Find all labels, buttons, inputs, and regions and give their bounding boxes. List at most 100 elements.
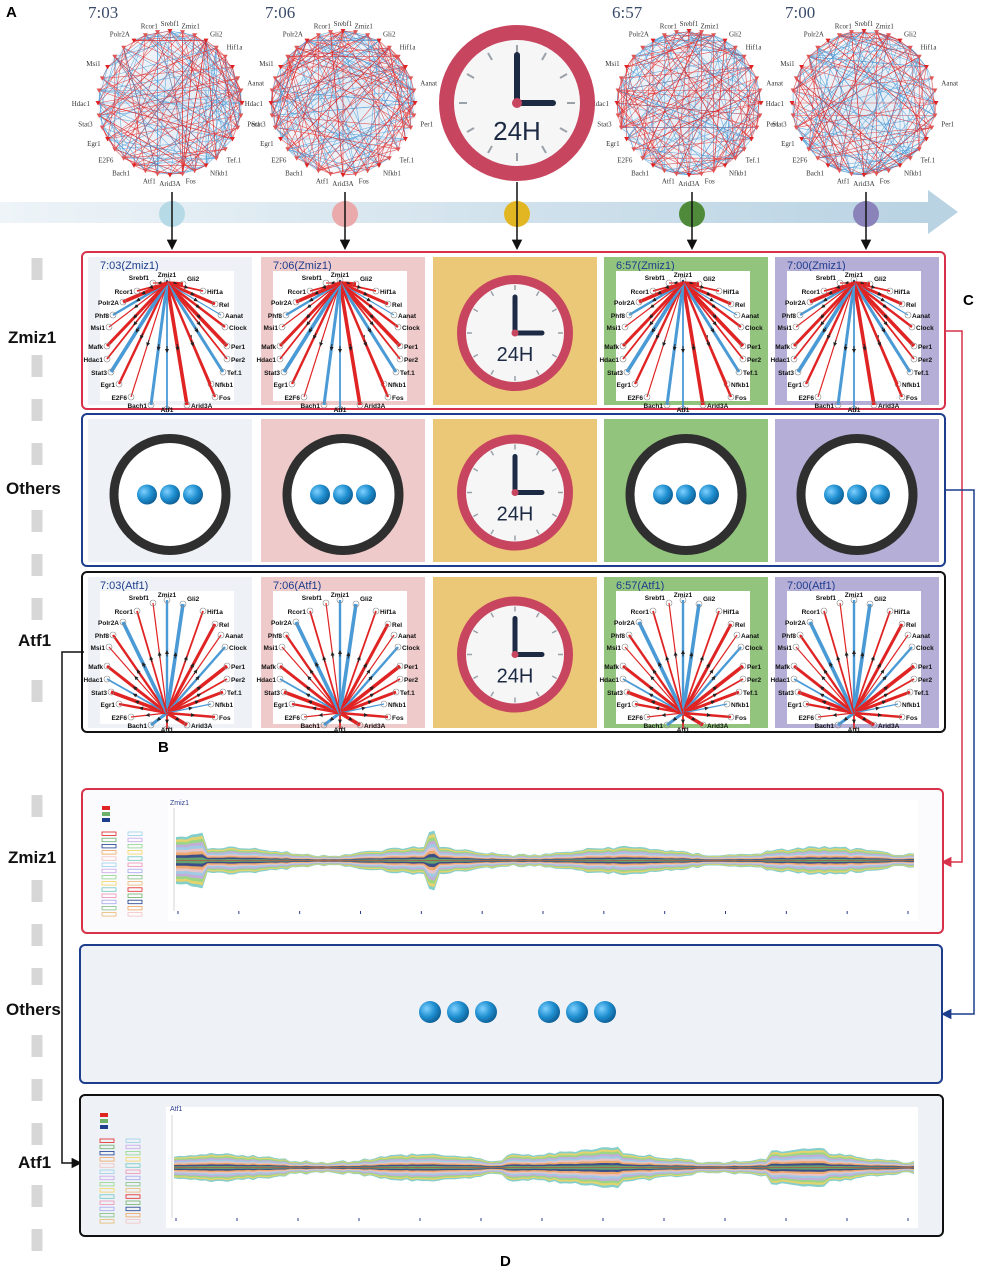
star-node-label: Egr1 <box>617 382 632 389</box>
star-node-label: Polr2A <box>614 300 635 307</box>
star-edge-arrow <box>845 719 846 720</box>
clock-label: 24H <box>497 344 534 366</box>
star-node-label: Phf8 <box>268 313 282 320</box>
star-node-label: Clock <box>402 325 420 332</box>
network-node-label: Hdac1 <box>72 100 91 108</box>
star-edge-arrow <box>846 654 847 658</box>
star-node-label: Aanat <box>741 633 760 640</box>
star-edge-arrow <box>177 719 178 720</box>
star-node-label: Fos <box>735 395 747 402</box>
panel-time-label: 6:57(Atf1) <box>616 580 664 592</box>
star-node-label: Per2 <box>231 677 245 684</box>
star-node-label: Per2 <box>918 357 932 364</box>
network-node-label: Bach1 <box>285 169 303 177</box>
star-node-label: Phf8 <box>782 633 796 640</box>
star-node-label: Aanat <box>225 313 244 320</box>
ellipsis-bead <box>653 485 673 505</box>
stream-graph-2 <box>100 1107 918 1228</box>
star-node-label: Hif1a <box>723 609 739 616</box>
star-node-label: Zmiz1 <box>158 592 177 599</box>
star-node-label: Fos <box>392 715 404 722</box>
network-node-label: Rcor1 <box>835 23 853 31</box>
star-node-label: Rcor1 <box>631 609 650 616</box>
ellipsis-bead <box>824 485 844 505</box>
star-node-label: Arid3A <box>878 723 900 730</box>
star-node-label: Hif1a <box>207 289 223 296</box>
panel-time-label: 7:00(Zmiz1) <box>787 260 846 272</box>
star-node-label: Gli2 <box>703 596 716 603</box>
star-node-label: Rcor1 <box>288 289 307 296</box>
star-node-label: Rel <box>735 302 745 309</box>
network-node-label: Polr2A <box>804 31 824 39</box>
star-node-label: Arid3A <box>364 403 386 410</box>
star-node-label: Gli2 <box>874 276 887 283</box>
star-node-label: Nfkb1 <box>731 382 749 389</box>
star-node-label: Per1 <box>747 344 761 351</box>
network-node-label: Nfkb1 <box>210 169 228 177</box>
star-node-label: Hdac1 <box>83 677 103 684</box>
star-node-label: Srebf1 <box>816 275 837 282</box>
star-node-label: Srebf1 <box>645 595 666 602</box>
star-node-label: Phf8 <box>611 633 625 640</box>
star-node-label: Rel <box>219 302 229 309</box>
network-node-label: Aanat <box>247 79 264 87</box>
star-node-label: Fos <box>906 715 918 722</box>
others-cell-2 <box>261 419 425 562</box>
network-node-label: Stat3 <box>78 121 93 129</box>
star-node-label: Hdac1 <box>770 677 790 684</box>
star-node-label: Bach1 <box>814 403 834 410</box>
star-node-label: Gli2 <box>187 596 200 603</box>
network-node-label: Per1 <box>420 121 433 129</box>
star-node-label: Nfkb1 <box>215 702 233 709</box>
star-edge-arrow <box>674 719 675 720</box>
network-node-label: Aanat <box>420 79 437 87</box>
star-node-label: Zmiz1 <box>158 272 177 279</box>
network-node-label: Polr2A <box>283 31 303 39</box>
star-node-label: Aanat <box>225 633 244 640</box>
star-node-label: Fos <box>392 395 404 402</box>
star-edge-arrow <box>348 654 349 658</box>
network-node-marker <box>168 173 173 178</box>
ellipsis-bead <box>566 1001 588 1023</box>
star-node-label: Per1 <box>404 344 418 351</box>
network-node-label: Egr1 <box>87 140 101 148</box>
star-node-label: Zmiz1 <box>845 592 864 599</box>
ellipsis-bead <box>160 485 180 505</box>
star-node-label: Mafk <box>261 344 276 351</box>
star-node-label: Nfkb1 <box>902 382 920 389</box>
star-node-label: Polr2A <box>785 620 806 627</box>
network-node-label: Fos <box>186 177 196 185</box>
star-node-label: Arid3A <box>191 723 213 730</box>
network-node-label: Tef.1 <box>746 157 761 165</box>
stream-title-atf1: Atf1 <box>170 1106 183 1113</box>
ellipsis-bead <box>137 485 157 505</box>
star-edge-arrow <box>691 654 692 658</box>
top-time-1: 7:03 <box>88 3 118 22</box>
network-node-label: Srebf1 <box>680 20 699 28</box>
star-node-label: E2F6 <box>284 715 300 722</box>
network-node-marker <box>862 173 867 178</box>
network-node-label: Atf1 <box>316 177 329 185</box>
star-node-label: Bach1 <box>300 403 320 410</box>
network-node-label: Srebf1 <box>855 20 874 28</box>
star-node-label: Arid3A <box>707 403 729 410</box>
star-node-label: Per2 <box>404 357 418 364</box>
network-node-label: Rcor1 <box>660 23 678 31</box>
star-node-label: Msi1 <box>607 325 622 332</box>
star-node-label: Clock <box>229 325 247 332</box>
network-node-label: Arid3A <box>332 180 353 188</box>
star-node-label: Tef.1 <box>400 690 415 697</box>
star-node-label: Atf1 <box>161 407 174 414</box>
row-label-others-d: Others <box>6 1000 61 1019</box>
star-node-label: Egr1 <box>274 382 289 389</box>
star-node-label: E2F6 <box>111 715 127 722</box>
star-node-label: Rcor1 <box>115 289 134 296</box>
star-node-label: E2F6 <box>284 395 300 402</box>
star-node-label: Per1 <box>918 344 932 351</box>
network-node-label: Arid3A <box>678 180 699 188</box>
star-node-label: Atf1 <box>677 727 690 734</box>
